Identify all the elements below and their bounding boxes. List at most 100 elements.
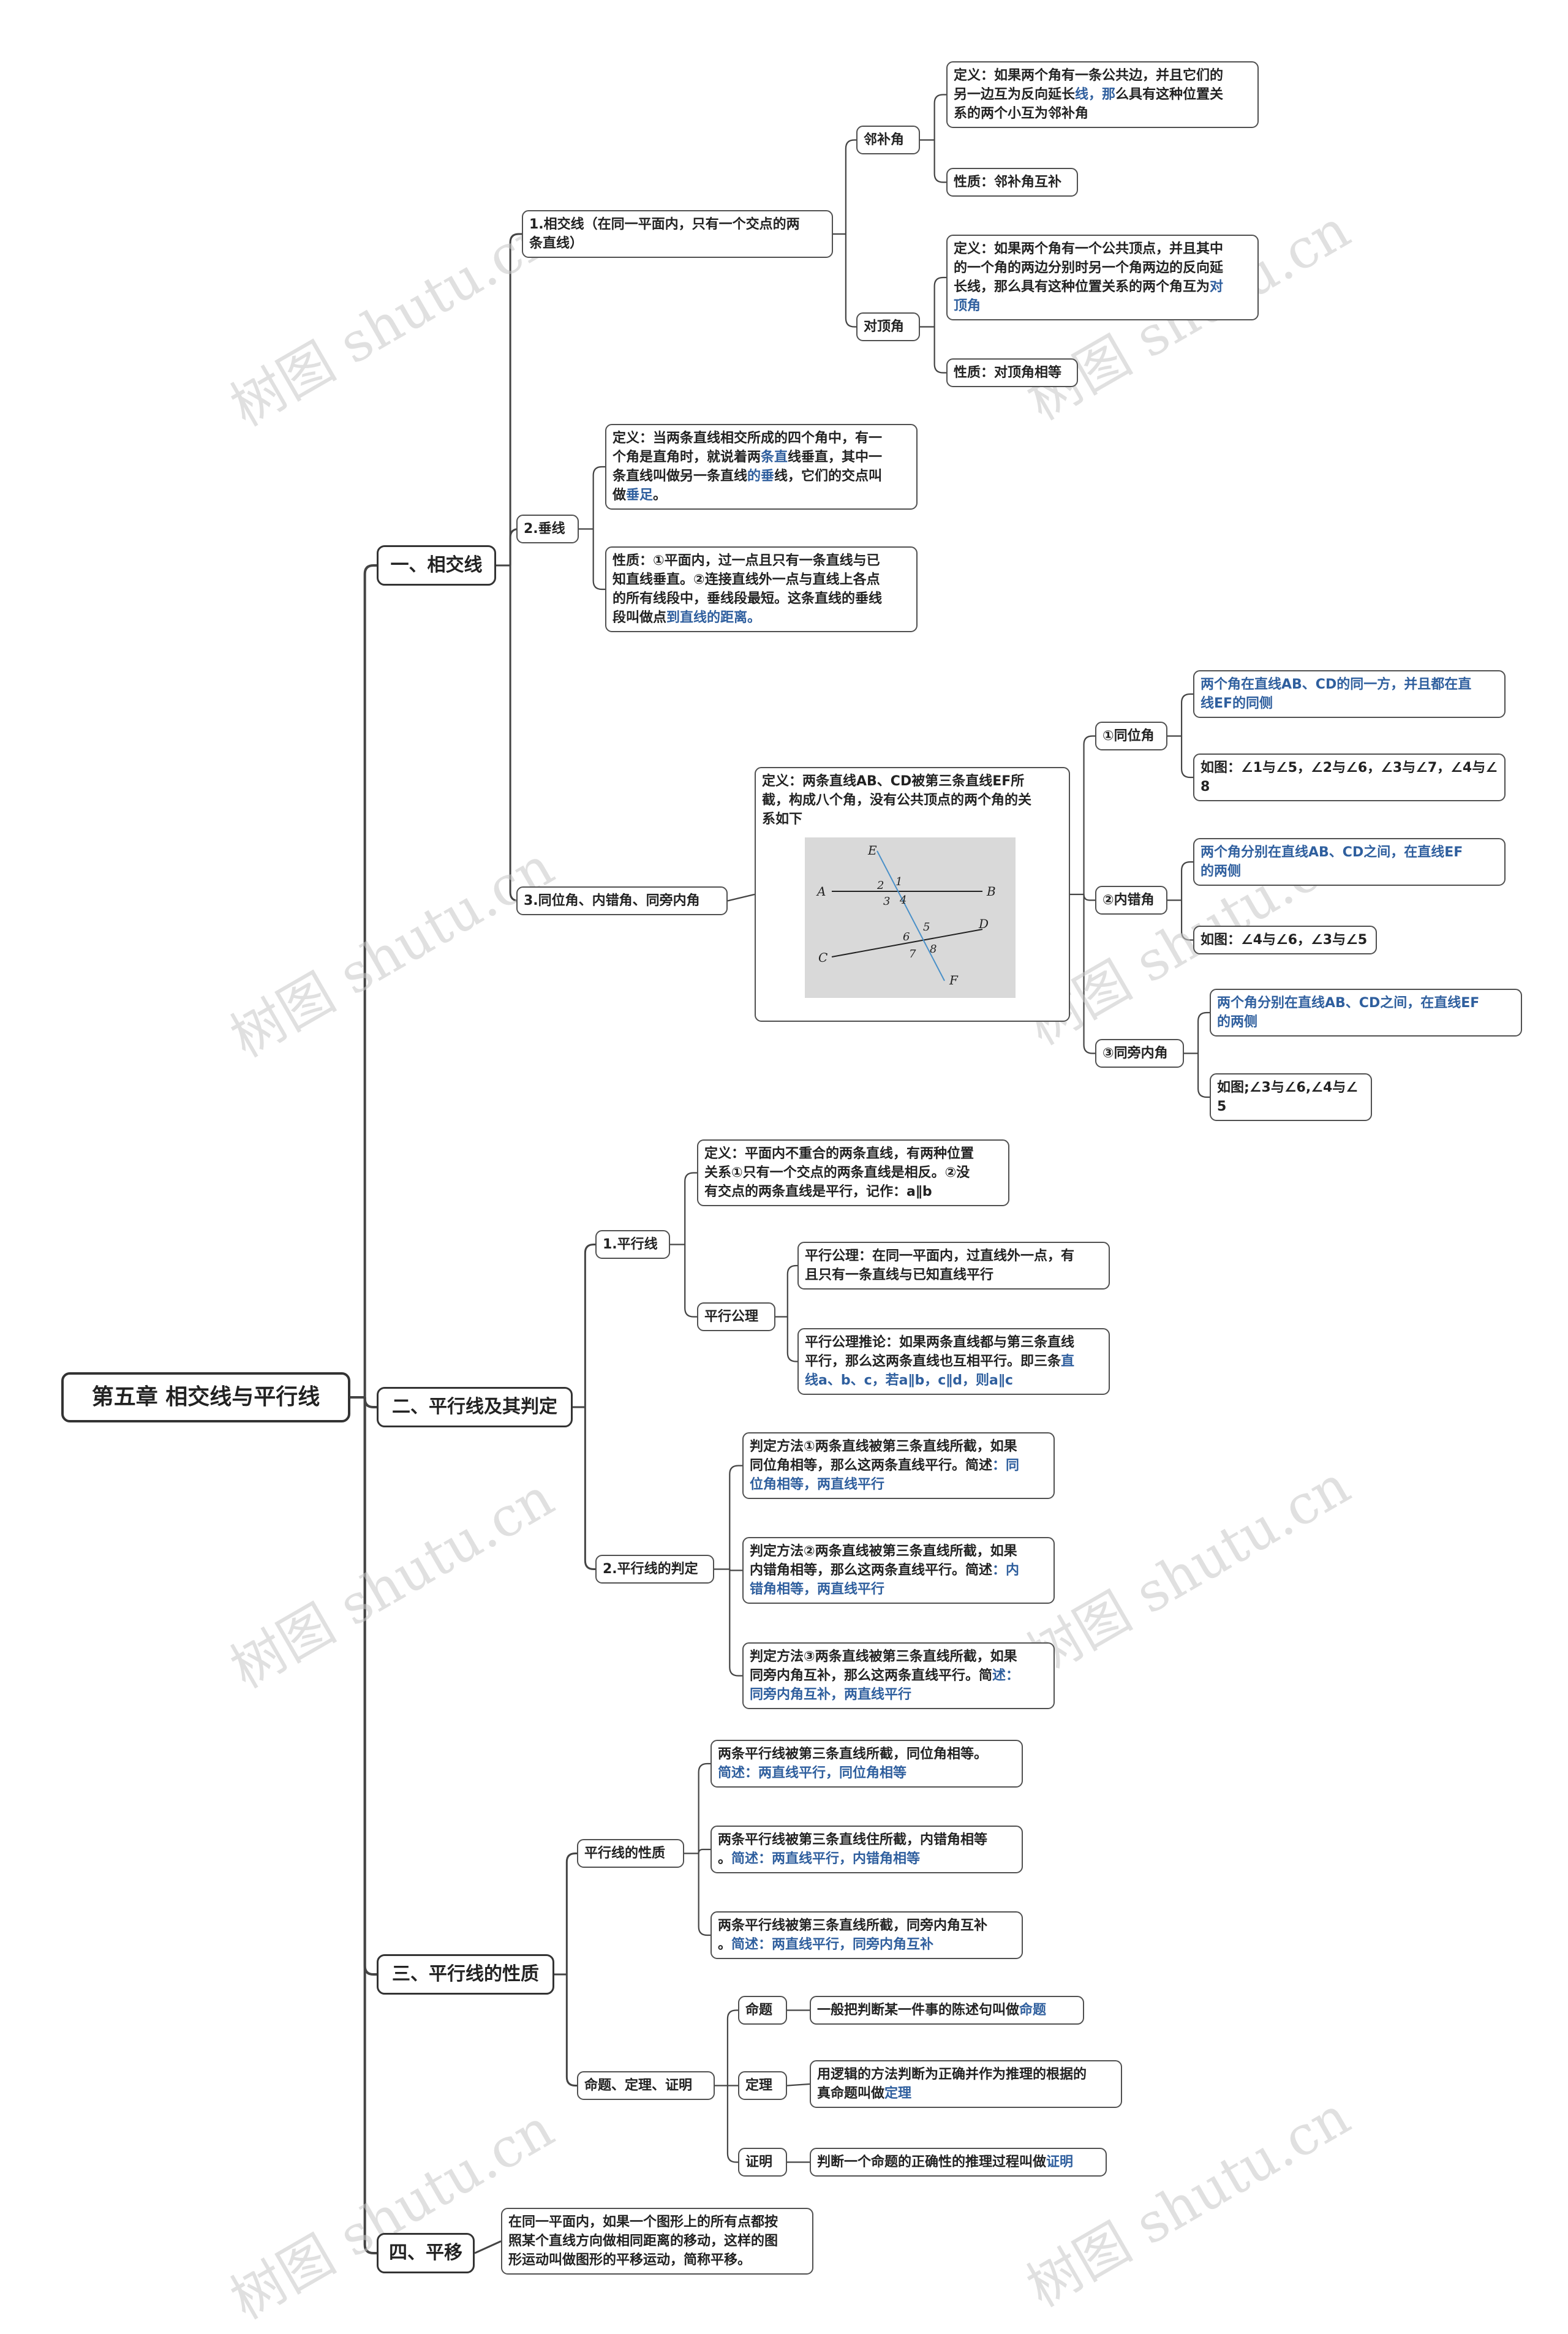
node-proposition-theorem-proof[interactable]: 命题、定理、证明 xyxy=(577,2071,715,2100)
node-text-line: 平行，那么这两条直线也互相平行。即三条直 xyxy=(805,1354,1075,1369)
node-text-line: 判定方法③两条直线被第三条直线所截，如果 xyxy=(750,1649,1017,1664)
highlight-term: 的两侧 xyxy=(1200,864,1242,879)
node-alternate-interior-angles[interactable]: ②内错角 xyxy=(1095,886,1167,915)
node-text-line: 顶角 xyxy=(954,296,1251,315)
node-text-line: 邻补角 xyxy=(864,132,905,148)
connector xyxy=(786,2083,810,2087)
leaf-parallel-postulate[interactable]: 平行公理：在同一平面内，过直线外一点，有且只有一条直线与已知直线平行 xyxy=(797,1242,1110,1290)
branch-translation[interactable]: 四、平移 xyxy=(377,2233,475,2273)
branch-parallel-lines-criteria[interactable]: 二、平行线及其判定 xyxy=(377,1387,573,1427)
leaf-adjacent-angle-property[interactable]: 性质：邻补角互补 xyxy=(946,168,1078,197)
connector xyxy=(1181,861,1193,901)
node-text-line: 判断一个命题的正确性的推理过程叫做证明 xyxy=(817,2155,1074,2170)
leaf-criterion-2[interactable]: 判定方法②两条直线被第三条直线所截，如果内错角相等，那么这两条直线平行。简述：内… xyxy=(742,1537,1055,1604)
node-text-line: 的所有线段中，垂线段最短。这条直线的垂线 xyxy=(612,591,883,606)
leaf-property-co-interior[interactable]: 两条平行线被第三条直线所截，同旁内角互补。简述：两直线平行，同旁内角互补 xyxy=(710,1911,1023,1959)
node-text-line: 用逻辑的方法判断为正确并作为推理的根据的 xyxy=(817,2067,1087,2082)
leaf-corresponding-angles-example[interactable]: 如图：∠1与∠5，∠2与∠6，∠3与∠7，∠4与∠8 xyxy=(1193,753,1506,801)
node-parallel-lines[interactable]: 1.平行线 xyxy=(595,1230,670,1259)
leaf-vertical-angle-definition[interactable]: 定义：如果两个角有一个公共顶点，并且其中的一个角的两边分别时另一个角两边的反向延… xyxy=(946,235,1259,320)
connector xyxy=(726,2085,738,2163)
leaf-theorem-definition[interactable]: 用逻辑的方法判断为正确并作为推理的根据的真命题叫做定理 xyxy=(810,2060,1122,2108)
node-text-line: 两条平行线被第三条直线所截，同旁内角互补 xyxy=(718,1918,988,1933)
node-text-line: 2.垂线 xyxy=(524,521,565,537)
leaf-perpendicular-property[interactable]: 性质：①平面内，过一点且只有一条直线与已知直线垂直。②连接直线外一点与直线上各点… xyxy=(605,546,918,632)
connector xyxy=(565,1974,577,2087)
branch-intersecting-lines[interactable]: 一、相交线 xyxy=(377,545,496,586)
leaf-property-alternate[interactable]: 两条平行线被第三条直线住所截，内错角相等。简述：两直线平行，内错角相等 xyxy=(710,1826,1023,1873)
connector xyxy=(729,1569,742,1677)
connector xyxy=(363,564,377,1397)
node-text-line: 定义：两条直线AB、CD被第三条直线EF所 xyxy=(762,774,1025,789)
node-text-line: 两条平行线被第三条直线所截，同位角相等。 xyxy=(718,1747,988,1762)
node-text-line: 个角是直角时，就说着两条直线垂直，其中一 xyxy=(612,450,883,465)
leaf-co-interior-angles-example[interactable]: 如图;∠3与∠6,∠4与∠5 xyxy=(1210,1073,1372,1121)
node-text-line: 定理 xyxy=(745,2078,773,2093)
leaf-proof-definition[interactable]: 判断一个命题的正确性的推理过程叫做证明 xyxy=(810,2148,1107,2177)
node-theorem[interactable]: 定理 xyxy=(738,2071,787,2100)
leaf-property-corresponding[interactable]: 两条平行线被第三条直线所截，同位角相等。简述：两直线平行，同位角相等 xyxy=(710,1740,1023,1788)
connector xyxy=(684,1244,697,1318)
branch-parallel-lines-properties[interactable]: 三、平行线的性质 xyxy=(377,1954,554,1995)
connector xyxy=(1181,736,1193,779)
connector xyxy=(698,1848,710,1854)
leaf-vertical-angle-property[interactable]: 性质：对顶角相等 xyxy=(946,358,1078,387)
node-angle-pairs[interactable]: 3.同位角、内错角、同旁内角 xyxy=(516,886,728,915)
node-corresponding-angles[interactable]: ①同位角 xyxy=(1095,722,1167,750)
highlight-term: 顶角 xyxy=(954,298,981,314)
connector xyxy=(1197,1053,1210,1098)
connector xyxy=(584,1407,595,1570)
leaf-parallel-lines-definition[interactable]: 定义：平面内不重合的两条直线，有两种位置关系①只有一个交点的两条直线是相反。②没… xyxy=(697,1139,1009,1206)
node-text-line: 两个角在直线AB、CD的同一方，并且都在直 xyxy=(1200,675,1498,694)
highlight-term: 两个角分别在直线AB、CD之间，在直线EF xyxy=(1217,995,1480,1011)
node-intersecting-lines[interactable]: 1.相交线（在同一平面内，只有一个交点的两条直线） xyxy=(522,210,833,258)
node-parallel-postulate[interactable]: 平行公理 xyxy=(697,1302,775,1331)
leaf-corresponding-angles-definition[interactable]: 两个角在直线AB、CD的同一方，并且都在直线EF的同侧 xyxy=(1193,670,1506,718)
node-text-line: 长线，那么具有这种位置关系的两个角互为对 xyxy=(954,279,1224,295)
node-adjacent-supplementary-angle[interactable]: 邻补角 xyxy=(856,126,920,154)
node-text-line: 对顶角 xyxy=(864,319,905,334)
leaf-parallel-postulate-corollary[interactable]: 平行公理推论：如果两条直线都与第三条直线平行，那么这两条直线也互相平行。即三条直… xyxy=(797,1328,1110,1395)
connector xyxy=(1197,1011,1210,1054)
node-perpendicular[interactable]: 2.垂线 xyxy=(516,515,579,543)
connector xyxy=(729,1569,742,1571)
node-text-line: 且只有一条直线与已知直线平行 xyxy=(805,1267,994,1283)
leaf-proposition-definition[interactable]: 一般把判断某一件事的陈述句叫做命题 xyxy=(810,1996,1084,2025)
connector xyxy=(727,893,755,902)
root-topic[interactable]: 第五章 相交线与平行线 xyxy=(61,1372,350,1422)
label-e: E xyxy=(867,843,877,858)
node-parallel-criteria[interactable]: 2.平行线的判定 xyxy=(595,1555,714,1584)
node-text-line: 错角相等，两直线平行 xyxy=(750,1580,1047,1599)
connector xyxy=(786,1264,797,1317)
leaf-criterion-1[interactable]: 判定方法①两条直线被第三条直线所截，如果同位角相等，那么这两条直线平行。简述：同… xyxy=(742,1432,1055,1499)
connector xyxy=(1083,894,1095,1054)
node-text-line: 内错角相等，那么这两条直线平行。简述：内 xyxy=(750,1563,1020,1578)
connector xyxy=(363,1397,377,2254)
node-text-line: 性质：对顶角相等 xyxy=(954,365,1062,380)
label-a: A xyxy=(816,884,826,899)
highlight-term: 述： xyxy=(992,1668,1020,1683)
connector xyxy=(786,1316,797,1362)
highlight-term: 线a、b、c，若a∥b，c∥d，则a∥c xyxy=(805,1373,1013,1388)
node-text-line: 定义：如果两个角有一个公共顶点，并且其中 xyxy=(954,241,1224,257)
connector xyxy=(698,1853,710,1936)
figure-transversal-diagram: E A B C D F 1 2 3 4 5 6 7 8 xyxy=(805,837,1016,998)
node-co-interior-angles[interactable]: ③同旁内角 xyxy=(1095,1039,1184,1068)
node-vertical-angle[interactable]: 对顶角 xyxy=(856,312,920,341)
node-text-line: 2.平行线的判定 xyxy=(603,1562,698,1577)
node-text-line: 知直线垂直。②连接直线外一点与直线上各点 xyxy=(612,572,880,587)
leaf-adjacent-angle-definition[interactable]: 定义：如果两个角有一条公共边，并且它们的另一边互为反向延长线，那么具有这种位置关… xyxy=(946,61,1259,128)
angle-2: 2 xyxy=(876,879,884,892)
line-ef xyxy=(876,850,945,981)
node-parallel-properties[interactable]: 平行线的性质 xyxy=(577,1839,684,1868)
node-proof[interactable]: 证明 xyxy=(738,2148,787,2177)
connector xyxy=(729,1465,742,1569)
connector xyxy=(363,1397,377,1408)
leaf-criterion-3[interactable]: 判定方法③两条直线被第三条直线所截，如果同旁内角互补，那么这两条直线平行。简述：… xyxy=(742,1642,1055,1709)
leaf-perpendicular-definition[interactable]: 定义：当两条直线相交所成的四个角中，有一个角是直角时，就说着两条直线垂直，其中一… xyxy=(605,424,918,510)
leaf-translation-definition[interactable]: 在同一平面内，如果一个图形上的所有点都按照某个直线方向做相同距离的移动，这样的图… xyxy=(501,2208,813,2275)
node-proposition[interactable]: 命题 xyxy=(738,1996,787,2025)
leaf-alternate-angles-example[interactable]: 如图：∠4与∠6，∠3与∠5 xyxy=(1193,926,1377,954)
